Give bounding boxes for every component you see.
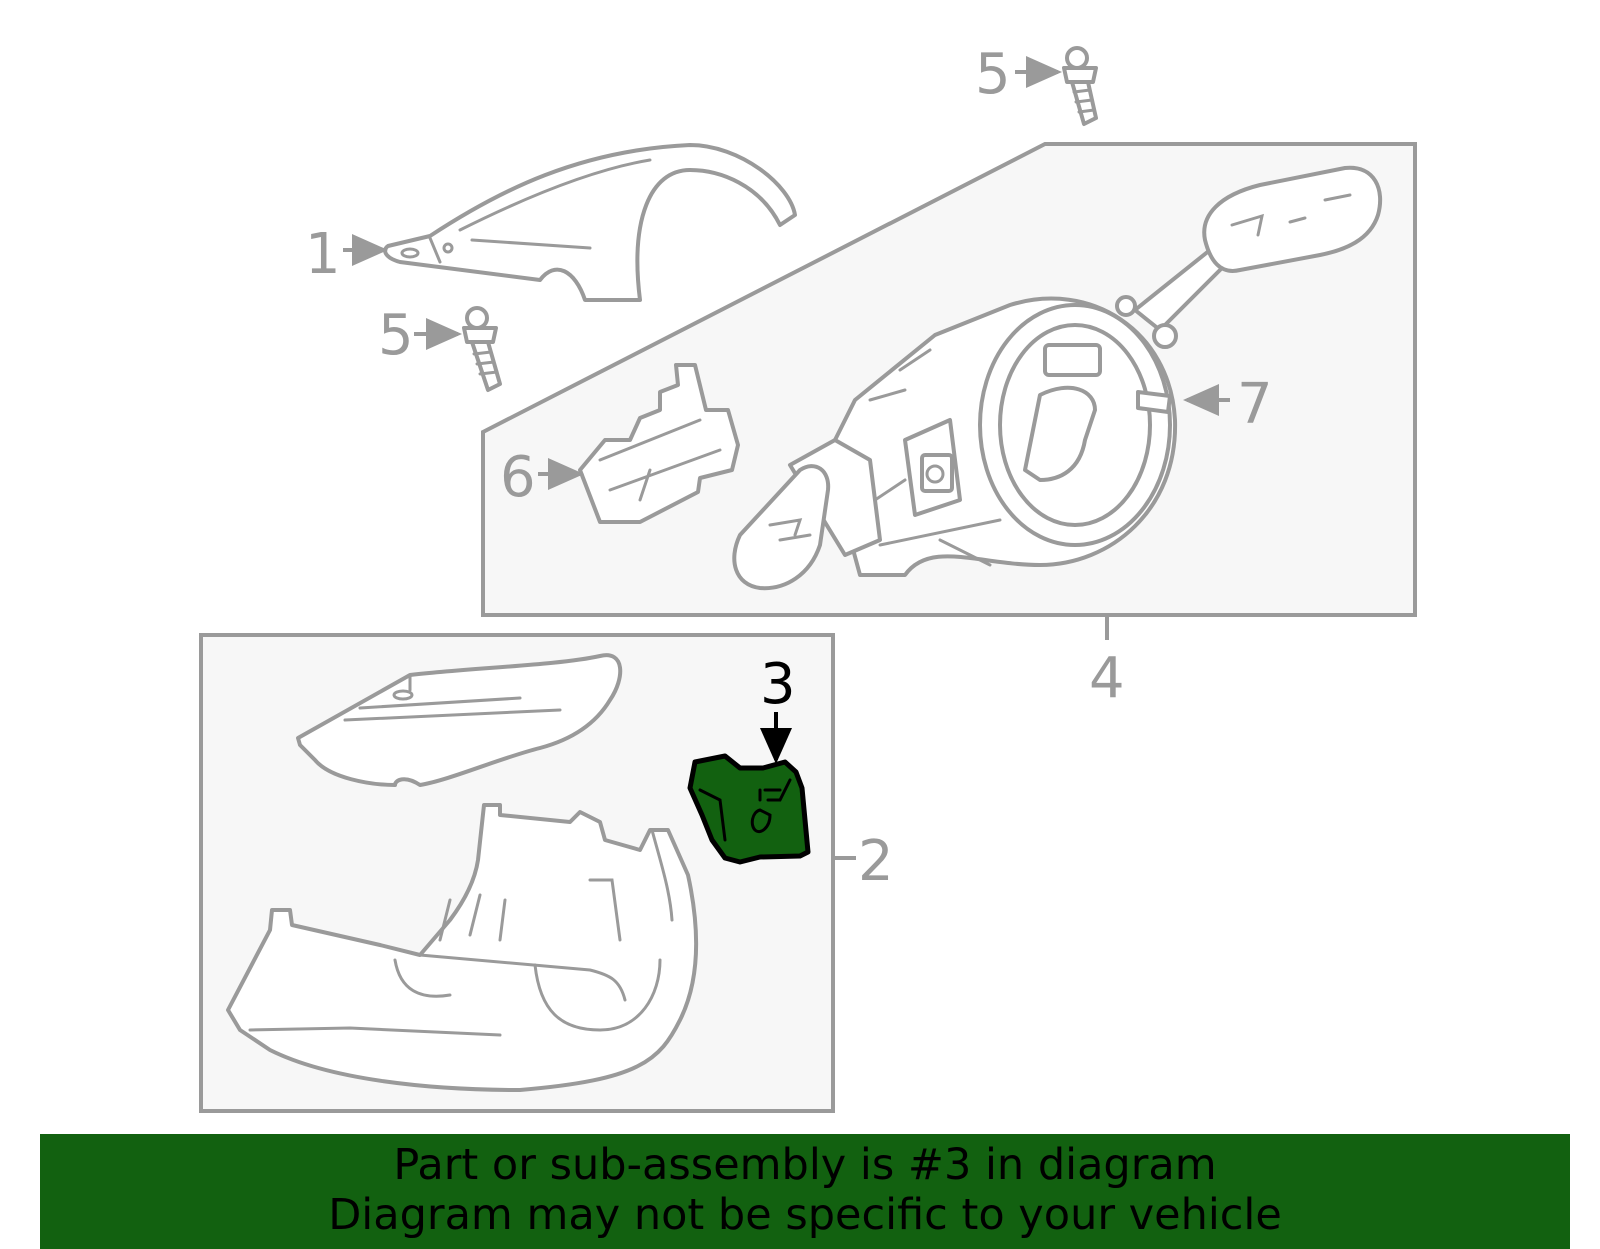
screw-part-5-upper (1062, 46, 1098, 126)
upper-shroud-part-1 (383, 143, 797, 302)
callout-5-upper: 5 (975, 42, 1011, 107)
info-banner: Part or sub-assembly is #3 in diagram Di… (40, 1134, 1570, 1249)
callout-5-lower: 5 (378, 303, 414, 368)
banner-line-2: Diagram may not be specific to your vehi… (328, 1190, 1282, 1240)
callout-2: 2 (858, 829, 894, 894)
callout-1: 1 (305, 222, 341, 287)
screw-part-5-lower (462, 306, 502, 392)
callout-4: 4 (1089, 646, 1125, 711)
callout-7: 7 (1237, 372, 1273, 437)
callout-6: 6 (500, 445, 536, 510)
steering-column-parts-diagram: 1 5 5 6 7 4 2 3 (199, 42, 1417, 1113)
combination-switch-part-4 (732, 165, 1383, 591)
column-covers-part-2 (226, 653, 699, 1092)
highlighted-part-3 (687, 753, 811, 865)
bracket-part-6 (578, 363, 740, 524)
callout-3: 3 (760, 652, 796, 717)
part-3-shape (687, 753, 811, 865)
banner-line-1: Part or sub-assembly is #3 in diagram (393, 1140, 1217, 1190)
